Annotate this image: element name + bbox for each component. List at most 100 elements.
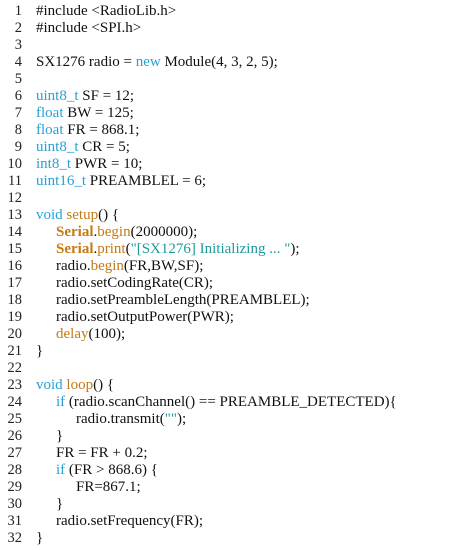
function-name: print bbox=[97, 241, 126, 257]
string-literal: "" bbox=[164, 411, 177, 427]
code-line: 8 float FR = 868.1; bbox=[0, 122, 466, 139]
code-text: (FR,BW,SF); bbox=[123, 258, 204, 274]
function-name: setup bbox=[66, 207, 99, 223]
code-content: radio.setFrequency(FR); bbox=[36, 513, 203, 530]
code-text: } bbox=[36, 530, 44, 546]
code-content: Serial.begin(2000000); bbox=[36, 224, 197, 241]
code-text: SF = 12; bbox=[78, 88, 135, 104]
code-text: CR = 5; bbox=[78, 139, 130, 155]
code-line: 16 radio.begin(FR,BW,SF); bbox=[0, 258, 466, 275]
keyword: if bbox=[56, 462, 66, 478]
code-line: 12 bbox=[0, 190, 466, 207]
code-line: 13 void setup() { bbox=[0, 207, 466, 224]
code-line: 24 if (radio.scanChannel() == PREAMBLE_DE… bbox=[0, 394, 466, 411]
line-number: 4 bbox=[14, 54, 22, 70]
line-number: 5 bbox=[14, 71, 22, 87]
code-content: radio.setPreambleLength(PREAMBLEL); bbox=[36, 292, 310, 309]
code-text: radio.transmit( bbox=[76, 411, 165, 427]
code-content: radio.setOutputPower(PWR); bbox=[36, 309, 234, 326]
line-number: 27 bbox=[7, 445, 23, 461]
code-content: radio.transmit(""); bbox=[36, 411, 186, 428]
class-name: Serial bbox=[56, 224, 94, 240]
type-keyword: float bbox=[36, 122, 64, 138]
line-number: 2 bbox=[14, 20, 22, 36]
line-number: 13 bbox=[7, 207, 23, 223]
code-content: void setup() { bbox=[36, 207, 119, 224]
code-line: 22 bbox=[0, 360, 466, 377]
type-keyword: uint8_t bbox=[36, 139, 79, 155]
code-line: 14 Serial.begin(2000000); bbox=[0, 224, 466, 241]
code-line: 30} bbox=[0, 496, 466, 513]
line-number: 22 bbox=[7, 360, 23, 376]
code-text: radio.setCodingRate(CR); bbox=[56, 275, 214, 291]
code-content: Serial.print("[SX1276] Initializing ... … bbox=[36, 241, 300, 258]
line-number: 14 bbox=[7, 224, 23, 240]
code-text: . bbox=[93, 224, 98, 240]
code-content: } bbox=[36, 343, 43, 360]
code-line: 1#include <RadioLib.h> bbox=[0, 3, 466, 20]
code-text: (radio.scanChannel() == PREAMBLE_DETECTE… bbox=[65, 394, 397, 410]
type-keyword: int8_t bbox=[36, 156, 72, 172]
line-number: 20 bbox=[7, 326, 23, 342]
line-number: 9 bbox=[14, 139, 22, 155]
code-content: float FR = 868.1; bbox=[36, 122, 139, 139]
line-number: 3 bbox=[14, 37, 22, 53]
code-content: if (radio.scanChannel() == PREAMBLE_DETE… bbox=[36, 394, 397, 411]
code-content: uint8_t SF = 12; bbox=[36, 88, 134, 105]
line-number: 12 bbox=[7, 190, 23, 206]
line-number: 8 bbox=[14, 122, 22, 138]
code-text: radio.setFrequency(FR); bbox=[56, 513, 204, 529]
code-text: PREAMBLEL = 6; bbox=[86, 173, 207, 189]
code-listing: 1#include <RadioLib.h>2 #include <SPI.h> 3… bbox=[0, 3, 466, 547]
code-content: uint16_t PREAMBLEL = 6; bbox=[36, 173, 206, 190]
code-line: 17 radio.setCodingRate(CR); bbox=[0, 275, 466, 292]
code-content: } bbox=[36, 496, 63, 513]
code-line: 25 radio.transmit(""); bbox=[0, 411, 466, 428]
line-number: 32 bbox=[7, 530, 23, 546]
function-name: begin bbox=[97, 224, 131, 240]
code-text: Module(4, 3, 2, 5); bbox=[160, 54, 278, 70]
code-text: SX1276 radio = bbox=[36, 54, 136, 70]
code-text: FR = 868.1; bbox=[63, 122, 140, 138]
code-line: 26} bbox=[0, 428, 466, 445]
function-name: delay bbox=[56, 326, 89, 342]
line-number: 19 bbox=[7, 309, 23, 325]
code-text: () { bbox=[98, 207, 120, 223]
code-line: 11 uint16_t PREAMBLEL = 6; bbox=[0, 173, 466, 190]
line-number: 1 bbox=[14, 3, 22, 19]
line-number: 16 bbox=[7, 258, 23, 274]
code-content: radio.setCodingRate(CR); bbox=[36, 275, 213, 292]
line-number: 25 bbox=[7, 411, 23, 427]
code-content: float BW = 125; bbox=[36, 105, 134, 122]
code-text: (2000000); bbox=[130, 224, 198, 240]
code-line: 3 bbox=[0, 37, 466, 54]
code-content: FR = FR + 0.2; bbox=[36, 445, 148, 462]
code-content: } bbox=[36, 428, 63, 445]
line-number: 21 bbox=[7, 343, 23, 359]
code-text: } bbox=[56, 428, 64, 444]
line-number: 11 bbox=[8, 173, 22, 189]
code-content: if (FR > 868.6) { bbox=[36, 462, 158, 479]
code-text: #include <SPI.h> bbox=[36, 20, 142, 36]
line-number: 24 bbox=[7, 394, 23, 410]
code-line: 2 #include <SPI.h> bbox=[0, 20, 466, 37]
code-content: void loop() { bbox=[36, 377, 114, 394]
code-text: ( bbox=[125, 241, 131, 257]
type-keyword: void bbox=[36, 377, 63, 393]
line-number: 26 bbox=[7, 428, 23, 444]
type-keyword: uint16_t bbox=[36, 173, 87, 189]
code-text: PWR = 10; bbox=[71, 156, 143, 172]
code-text: (100); bbox=[88, 326, 126, 342]
keyword: if bbox=[56, 394, 66, 410]
code-content: radio.begin(FR,BW,SF); bbox=[36, 258, 203, 275]
code-text: } bbox=[36, 343, 44, 359]
type-keyword: float bbox=[36, 105, 64, 121]
line-number: 17 bbox=[7, 275, 23, 291]
